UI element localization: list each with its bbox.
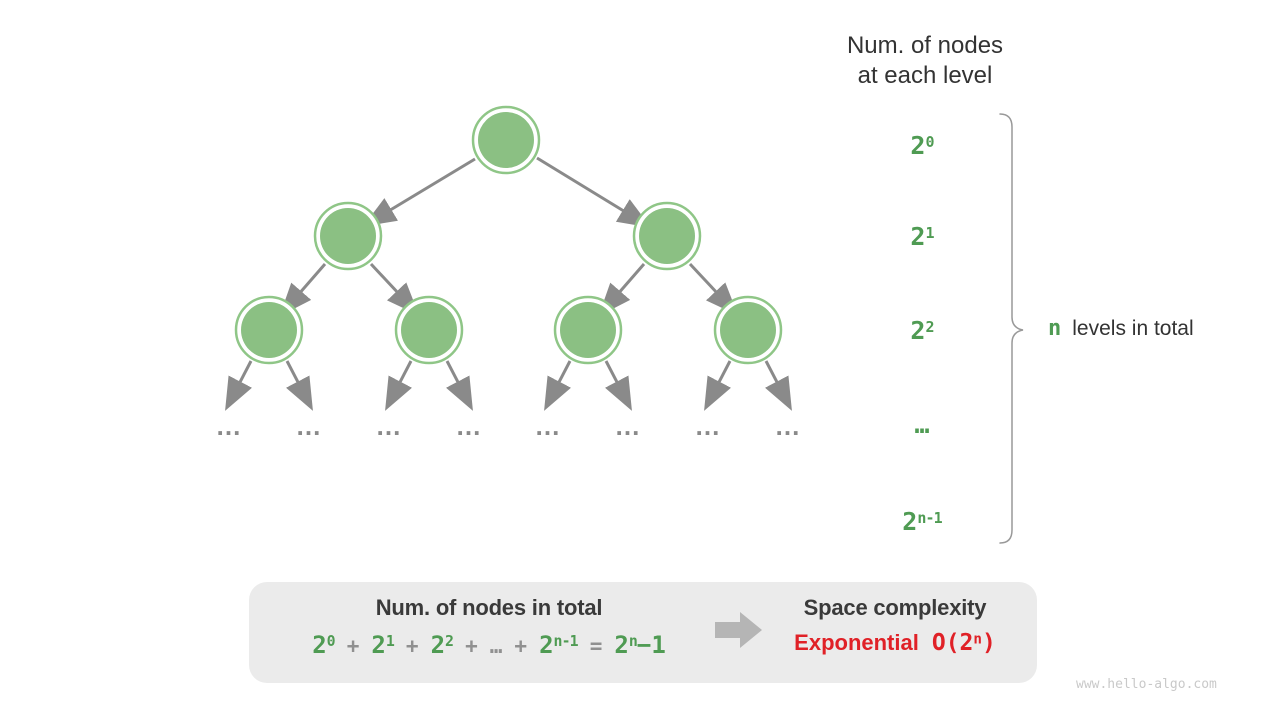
tree-node [553,295,623,365]
total-nodes-formula: 20 + 21 + 22 + … + 2n-1 = 2n−1 [249,631,729,659]
tree-edge-arrow [225,360,253,411]
formula-operator: + [465,634,478,658]
tree-edge-arrow [704,360,732,411]
level-count-label: 22 [910,316,934,346]
implies-arrow-icon [715,611,763,649]
tree-node [632,201,702,271]
column-header: Num. of nodes at each level [822,31,1028,91]
tree-edge-arrow [285,360,313,411]
formula-term: 22 [430,631,454,659]
tree-node [471,105,541,175]
tree-ellipsis: … [614,411,642,441]
formula-term: 20 [312,631,335,659]
tree-edge-arrow [385,360,413,411]
level-count-label: 21 [910,222,934,252]
tree-node [234,295,304,365]
column-header-line1: Num. of nodes [846,32,1004,59]
formula-operator: + [514,634,528,658]
formula-result: 2n−1 [614,631,666,659]
levels-brace [999,113,1024,544]
tree-node [394,295,464,365]
tree-ellipsis: … [215,411,243,441]
formula-operator: + [346,634,360,658]
tree-ellipsis: … [534,411,562,441]
n-variable: n [1048,316,1062,341]
tree-ellipsis: … [375,411,403,441]
tree-edge-arrow [445,360,473,411]
summary-box: Num. of nodes in total 20 + 21 + 22 + … … [249,582,1037,683]
tree-edge-arrow [369,262,420,316]
tree-edge-arrow [598,263,646,317]
formula-term: 21 [371,631,394,659]
total-nodes-title: Num. of nodes in total [375,595,603,620]
complexity-result: Exponential O(2n) [763,630,1027,656]
space-complexity-title: Space complexity [803,595,987,620]
tree-edge-arrow [604,360,632,411]
level-count-label: 2n-1 [902,507,942,537]
tree-edge-arrow [544,360,572,411]
tree-edge-arrow [536,156,651,228]
level-count-ellipsis: … [914,410,930,439]
tree-edge-arrow [362,157,476,227]
tree-ellipsis: … [455,411,483,441]
big-o-notation: O(2n) [931,630,996,656]
watermark: www.hello-algo.com [1076,677,1217,692]
column-header-line2: at each level [857,62,993,89]
tree-ellipsis: … [295,411,323,441]
tree-node [313,201,383,271]
tree-edges [225,156,792,411]
tree-ellipsis: … [694,411,722,441]
levels-total-label: n levels in total [1048,316,1194,341]
tree-edge-arrow [279,263,327,317]
tree-edge-arrow [764,360,792,411]
formula-term: 2n-1 [539,631,579,659]
levels-total-text: levels in total [1072,317,1194,340]
tree-node [713,295,783,365]
complexity-name: Exponential [794,630,919,655]
formula-ellipsis: … [489,634,503,658]
tree-edge-arrow [688,262,739,316]
tree-nodes [234,105,783,365]
tree-ellipsis: … [774,411,802,441]
formula-operator: + [405,634,419,658]
formula-equals: = [589,634,603,658]
level-count-label: 20 [910,131,934,161]
